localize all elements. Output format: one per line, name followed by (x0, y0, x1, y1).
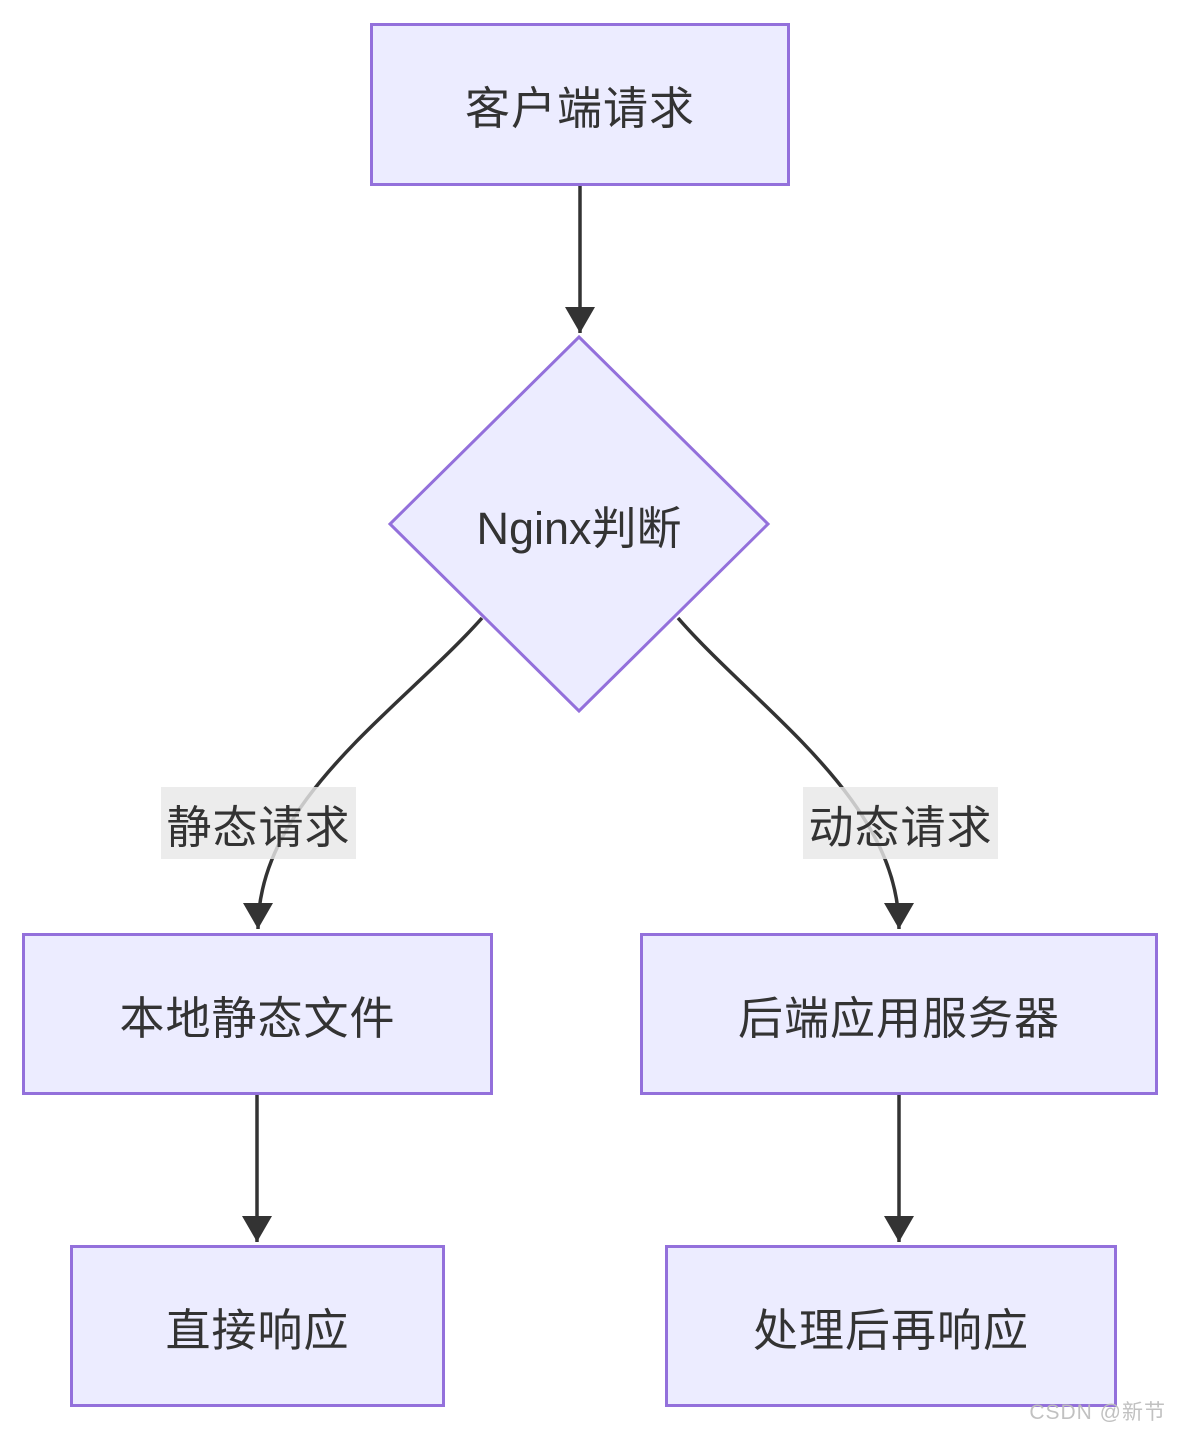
node-client-request: 客户端请求 (370, 23, 790, 186)
edge-nginx-to-backend (676, 616, 914, 930)
edge-nginx-to-static-file (243, 616, 484, 930)
watermark: CSDN @新节 (1029, 1401, 1166, 1424)
node-backend-app-server-label: 后端应用服务器 (737, 992, 1060, 1044)
node-local-static-file: 本地静态文件 (22, 933, 493, 1095)
edge-label-dynamic-request: 动态请求 (803, 787, 998, 859)
edge-label-static-request-text: 静态请求 (166, 801, 351, 853)
node-nginx-diamond-shape (387, 334, 771, 714)
node-processed-response: 处理后再响应 (665, 1245, 1117, 1407)
node-backend-app-server: 后端应用服务器 (640, 933, 1158, 1095)
edge-label-static-request: 静态请求 (161, 787, 356, 859)
node-local-static-file-label: 本地静态文件 (119, 992, 396, 1044)
node-client-request-label: 客户端请求 (464, 83, 695, 134)
node-direct-response: 直接响应 (70, 1245, 445, 1407)
node-nginx-decision-label: Nginx判断 (476, 502, 682, 554)
node-nginx-decision: Nginx判断 (389, 494, 769, 554)
node-direct-response-label: 直接响应 (165, 1304, 350, 1356)
node-processed-response-label: 处理后再响应 (752, 1304, 1029, 1356)
edge-label-dynamic-request-text: 动态请求 (808, 801, 993, 853)
